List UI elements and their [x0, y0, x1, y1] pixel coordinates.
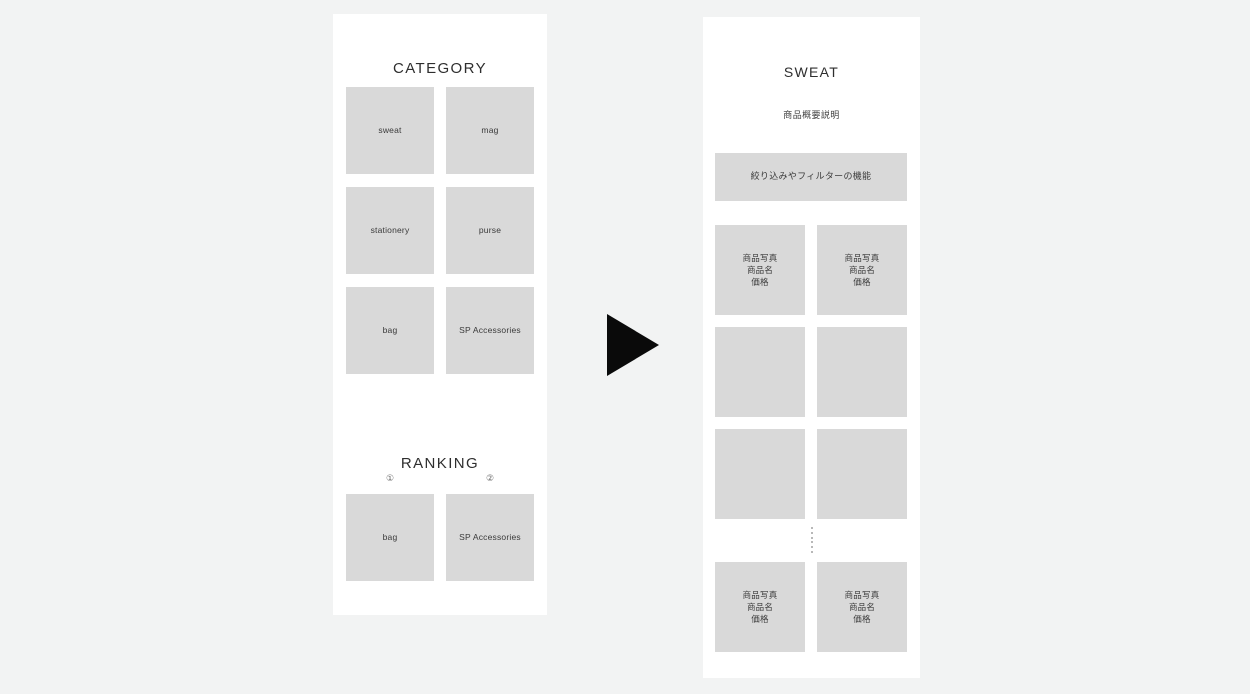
page-title-category: CATEGORY	[393, 60, 487, 77]
product-overview-description: 商品概要説明	[783, 110, 840, 120]
product-card[interactable]	[715, 429, 805, 519]
category-tile-mag[interactable]: mag	[446, 87, 534, 174]
ranking-number-1: ①	[385, 473, 395, 483]
product-card[interactable]	[817, 429, 907, 519]
product-card[interactable]	[817, 327, 907, 417]
product-card[interactable]: 商品写真 商品名 価格	[715, 225, 805, 315]
vertical-ellipsis-icon	[703, 527, 920, 553]
category-tile-label: stationery	[370, 225, 410, 236]
section-title-ranking: RANKING	[400, 455, 480, 472]
product-card[interactable]: 商品写真 商品名 価格	[817, 225, 907, 315]
product-card[interactable]: 商品写真 商品名 価格	[817, 562, 907, 652]
category-tile-label: mag	[481, 125, 499, 136]
ranking-tile-sp-accessories[interactable]: SP Accessories	[446, 494, 534, 581]
category-tile-label: sweat	[378, 125, 402, 136]
product-card[interactable]: 商品写真 商品名 価格	[715, 562, 805, 652]
category-tile-label: purse	[478, 225, 502, 236]
category-tile-label: SP Accessories	[459, 325, 521, 336]
category-tile-stationery[interactable]: stationery	[346, 187, 434, 274]
category-tile-sp-accessories[interactable]: SP Accessories	[446, 287, 534, 374]
flow-arrow-right-icon	[607, 314, 659, 376]
product-card-label: 商品写真 商品名 価格	[844, 252, 880, 288]
category-tile-purse[interactable]: purse	[446, 187, 534, 274]
category-tile-bag[interactable]: bag	[346, 287, 434, 374]
product-card-label: 商品写真 商品名 価格	[844, 589, 880, 625]
category-tile-label: bag	[382, 325, 398, 336]
ranking-tile-bag[interactable]: bag	[346, 494, 434, 581]
product-card-label: 商品写真 商品名 価格	[742, 589, 778, 625]
category-tile-sweat[interactable]: sweat	[346, 87, 434, 174]
filter-bar[interactable]: 絞り込みやフィルターの機能	[715, 153, 907, 201]
ranking-number-2: ②	[485, 473, 495, 483]
filter-bar-label: 絞り込みやフィルターの機能	[750, 171, 872, 182]
page-title-sweat: SWEAT	[783, 64, 840, 80]
product-card[interactable]	[715, 327, 805, 417]
ranking-tile-label: SP Accessories	[459, 532, 521, 543]
product-card-label: 商品写真 商品名 価格	[742, 252, 778, 288]
ranking-tile-label: bag	[382, 532, 398, 543]
